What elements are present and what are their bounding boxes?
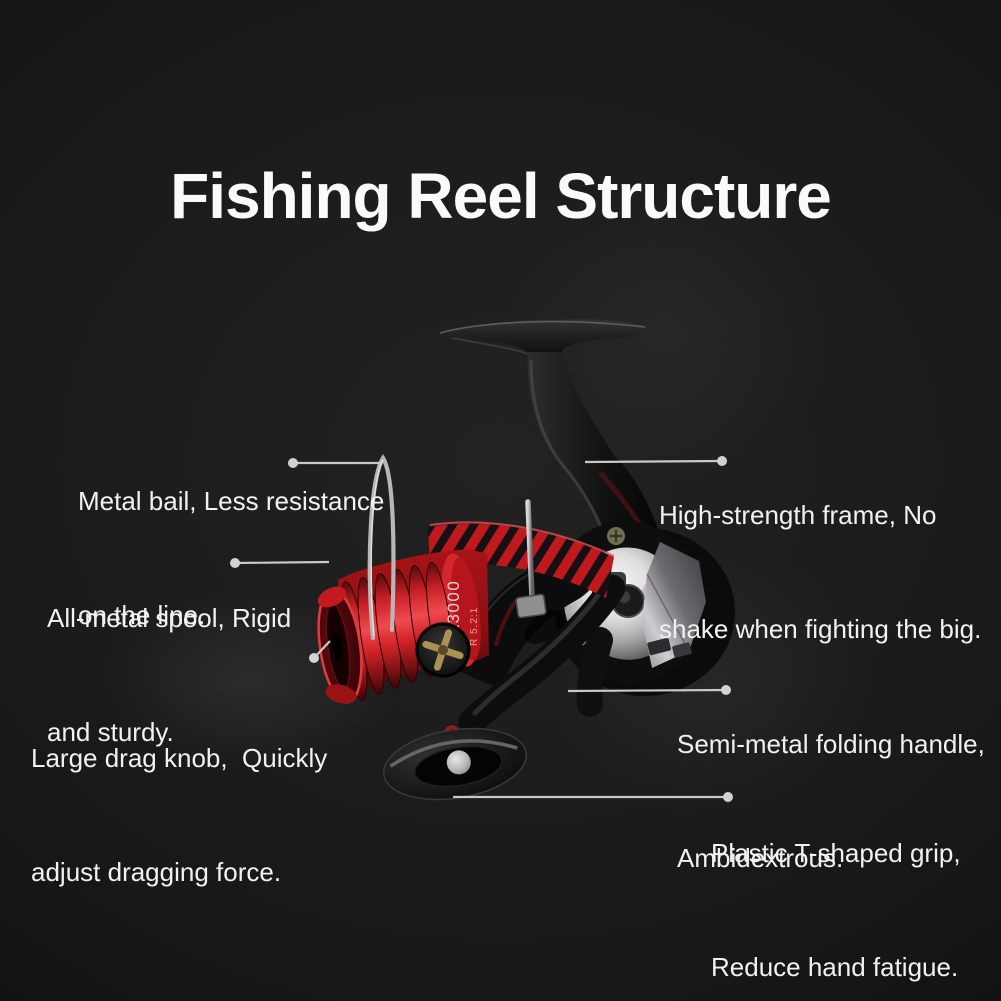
callout-label-large-drag-knob: Large drag knob, Quickly adjust dragging… — [31, 663, 327, 967]
callout-dot-metal-bail — [288, 458, 298, 468]
rod-foot — [438, 319, 649, 362]
folding-handle — [382, 574, 626, 801]
callout-dot-semi-metal-handle — [721, 685, 731, 695]
callout-text-line: All-metal spool, Rigid — [47, 603, 292, 633]
callout-label-metal-bail: Metal bail, Less resistance on the line. — [78, 406, 384, 710]
callout-text-line: Metal bail, Less resistance — [78, 486, 385, 516]
callout-label-all-metal-spool: All-metal spool, Rigid and sturdy. — [47, 523, 291, 827]
callout-text-line: adjust dragging force. — [31, 857, 282, 887]
callout-dot-high-strength-frame — [717, 456, 727, 466]
callout-text-line: and sturdy. — [47, 717, 174, 747]
page-title: Fishing Reel Structure — [170, 159, 832, 232]
frame-stem — [527, 352, 664, 548]
callout-text-line: Ambidextrous. — [677, 843, 844, 873]
callout-dot-all-metal-spool — [230, 558, 240, 568]
line-roller — [515, 593, 547, 619]
callout-dot-plastic-grip — [723, 792, 733, 802]
spool-skirt-stripes — [428, 523, 614, 598]
callout-text-line: Large drag knob, Quickly — [31, 743, 328, 773]
callout-label-high-strength-frame: High-strength frame, No shake when fight… — [659, 420, 981, 724]
grip-center-cap — [446, 750, 471, 775]
callout-text-line: Reduce hand fatigue. — [711, 952, 959, 982]
callout-label-plastic-grip: Plastic T-shaped grip, Reduce hand fatig… — [711, 758, 961, 1001]
callout-text-line: on the line. — [78, 600, 206, 630]
spool-marking-secondary: R 5.2:1 — [469, 607, 480, 646]
callout-text-line: High-strength frame, No — [659, 500, 937, 530]
callout-dots — [230, 456, 733, 802]
callout-text-line: shake when fighting the big. — [659, 614, 982, 644]
t-grip — [382, 727, 528, 801]
callout-line-all-metal-spool — [234, 560, 330, 565]
callout-line-high-strength-frame — [584, 459, 723, 464]
callout-dot-large-drag-knob — [309, 653, 319, 663]
callout-line-semi-metal-handle — [567, 688, 727, 693]
side-cover — [642, 542, 706, 668]
body-screw — [607, 527, 625, 545]
handle-arm — [458, 574, 626, 736]
callout-text-line: Semi-metal folding handle, — [677, 729, 985, 759]
callout-lines — [234, 459, 728, 799]
callout-text-line: Plastic T-shaped grip, — [711, 838, 961, 868]
bail-wire — [367, 454, 547, 641]
callout-label-semi-metal-handle: Semi-metal folding handle, Ambidextrous. — [677, 649, 985, 953]
drag-screw — [415, 622, 471, 678]
